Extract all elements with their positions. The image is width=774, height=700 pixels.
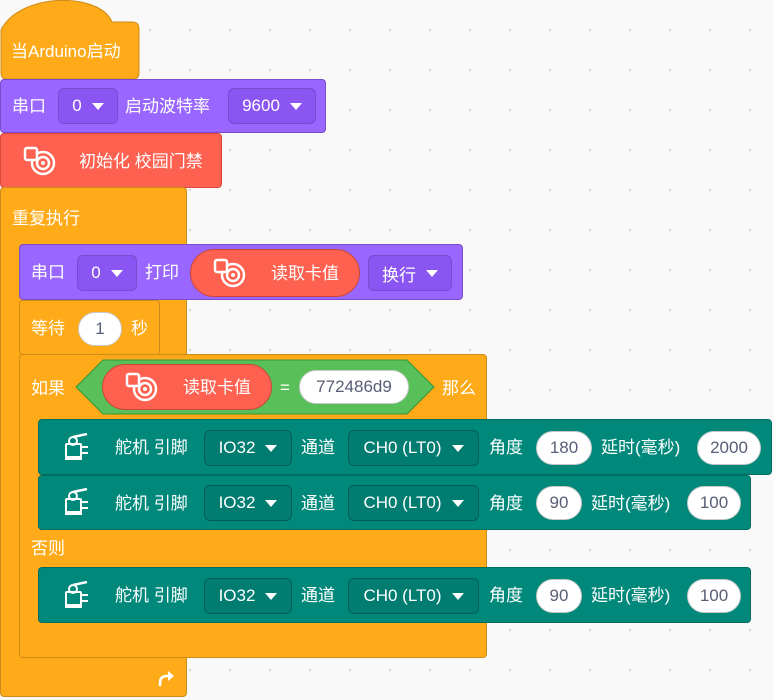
servo-delay-input[interactable]: 100 xyxy=(687,579,741,613)
servo-block[interactable]: 舵机 引脚 IO32 通道 CH0 (LT0) 角度 90 延时(毫秒) 100 xyxy=(38,567,751,623)
servo-pin-dropdown[interactable]: IO32 xyxy=(204,430,292,466)
compare-value: 772486d9 xyxy=(316,377,392,396)
loop-arrow-icon xyxy=(158,671,174,686)
servo-angle-label: 角度 xyxy=(489,438,523,457)
servo-angle-label: 角度 xyxy=(489,586,523,605)
serial-label: 串口 xyxy=(31,263,65,282)
serial-begin-block[interactable]: 串口 0 启动波特率 9600 xyxy=(0,79,326,133)
servo-channel-value: CH0 (LT0) xyxy=(363,493,442,512)
baud-label: 启动波特率 xyxy=(125,97,210,116)
servo-motor-icon xyxy=(65,581,88,608)
forever-block-label: 重复执行 xyxy=(12,209,80,228)
read-card-reporter[interactable]: 读取卡值 xyxy=(190,249,360,297)
servo-angle-input[interactable]: 180 xyxy=(536,431,592,465)
servo-pin-dropdown[interactable]: IO32 xyxy=(204,485,292,521)
servo-channel-dropdown[interactable]: CH0 (LT0) xyxy=(348,485,479,521)
init-block-label: 初始化 校园门禁 xyxy=(79,152,203,171)
serial-port-value: 0 xyxy=(72,96,82,115)
servo-pin-label: 舵机 引脚 xyxy=(115,494,188,513)
servo-delay-input[interactable]: 2000 xyxy=(697,431,761,465)
wait-label: 等待 xyxy=(31,319,65,338)
newline-value: 换行 xyxy=(382,265,416,285)
chevron-down-icon xyxy=(265,444,278,452)
baud-rate-value: 9600 xyxy=(242,96,280,115)
wait-block[interactable]: 等待 1 秒 xyxy=(19,300,160,355)
wait-seconds-value: 1 xyxy=(95,319,105,338)
newline-dropdown[interactable]: 换行 xyxy=(368,255,452,291)
equals-sign: = xyxy=(280,378,290,397)
chevron-down-icon xyxy=(91,102,104,110)
servo-motor-icon xyxy=(65,433,88,460)
servo-delay-label: 延时(毫秒) xyxy=(591,586,671,605)
read-card-label: 读取卡值 xyxy=(271,264,339,283)
servo-channel-dropdown[interactable]: CH0 (LT0) xyxy=(348,430,479,466)
chevron-down-icon xyxy=(110,269,123,277)
serial-port-dropdown[interactable]: 0 xyxy=(58,88,118,124)
chevron-down-icon xyxy=(451,444,464,452)
servo-channel-value: CH0 (LT0) xyxy=(363,586,442,605)
chevron-down-icon xyxy=(451,592,464,600)
servo-angle-label: 角度 xyxy=(489,494,523,513)
serial-print-block[interactable]: 串口 0 打印 读取卡值 换行 xyxy=(19,244,463,300)
if-label: 如果 xyxy=(31,379,65,398)
servo-channel-value: CH0 (LT0) xyxy=(363,438,442,457)
servo-angle-value: 180 xyxy=(549,438,579,457)
servo-block[interactable]: 舵机 引脚 IO32 通道 CH0 (LT0) 角度 180 延时(毫秒) 20… xyxy=(38,419,772,475)
serial-port-dropdown[interactable]: 0 xyxy=(77,255,137,291)
serial-label: 串口 xyxy=(12,97,46,116)
servo-angle-input[interactable]: 90 xyxy=(536,579,582,613)
servo-angle-input[interactable]: 90 xyxy=(536,486,582,520)
then-label: 那么 xyxy=(442,379,476,398)
rfid-target-icon xyxy=(23,146,56,176)
rfid-target-icon xyxy=(213,258,246,288)
servo-pin-value: IO32 xyxy=(218,438,256,457)
servo-delay-label: 延时(毫秒) xyxy=(601,438,681,457)
servo-pin-dropdown[interactable]: IO32 xyxy=(204,578,292,614)
chevron-down-icon xyxy=(451,499,464,507)
servo-channel-label: 通道 xyxy=(301,586,335,605)
baud-rate-dropdown[interactable]: 9600 xyxy=(228,88,316,124)
else-label: 否则 xyxy=(31,539,65,558)
servo-block[interactable]: 舵机 引脚 IO32 通道 CH0 (LT0) 角度 90 延时(毫秒) 100 xyxy=(38,475,751,530)
chevron-down-icon xyxy=(265,499,278,507)
equals-operator-block[interactable]: 读取卡值 = 772486d9 xyxy=(75,359,435,415)
arduino-start-hat-block[interactable]: 当Arduino启动 xyxy=(0,0,140,80)
compare-value-input[interactable]: 772486d9 xyxy=(299,370,409,404)
init-access-control-block[interactable]: 初始化 校园门禁 xyxy=(0,133,222,188)
hat-shape xyxy=(0,0,140,80)
print-label: 打印 xyxy=(145,263,179,282)
servo-pin-value: IO32 xyxy=(218,493,256,512)
seconds-label: 秒 xyxy=(131,319,148,338)
serial-port-value: 0 xyxy=(91,263,101,282)
chevron-down-icon xyxy=(426,269,438,277)
servo-delay-input[interactable]: 100 xyxy=(687,486,741,520)
servo-delay-value: 100 xyxy=(699,586,729,605)
servo-delay-value: 2000 xyxy=(710,438,748,457)
read-card-reporter[interactable]: 读取卡值 xyxy=(102,364,272,410)
servo-angle-value: 90 xyxy=(549,586,569,605)
servo-pin-value: IO32 xyxy=(218,586,256,605)
chevron-down-icon xyxy=(289,102,302,110)
read-card-label: 读取卡值 xyxy=(183,378,251,397)
servo-channel-label: 通道 xyxy=(301,438,335,457)
rfid-target-icon xyxy=(125,372,158,402)
servo-pin-label: 舵机 引脚 xyxy=(115,586,188,605)
start-block-label: 当Arduino启动 xyxy=(11,42,121,61)
chevron-down-icon xyxy=(265,592,278,600)
servo-pin-label: 舵机 引脚 xyxy=(115,438,188,457)
servo-delay-label: 延时(毫秒) xyxy=(591,494,671,513)
servo-channel-dropdown[interactable]: CH0 (LT0) xyxy=(348,578,479,614)
servo-angle-value: 90 xyxy=(549,493,569,512)
servo-motor-icon xyxy=(65,488,88,515)
servo-channel-label: 通道 xyxy=(301,494,335,513)
wait-seconds-input[interactable]: 1 xyxy=(78,312,122,346)
servo-delay-value: 100 xyxy=(699,493,729,512)
